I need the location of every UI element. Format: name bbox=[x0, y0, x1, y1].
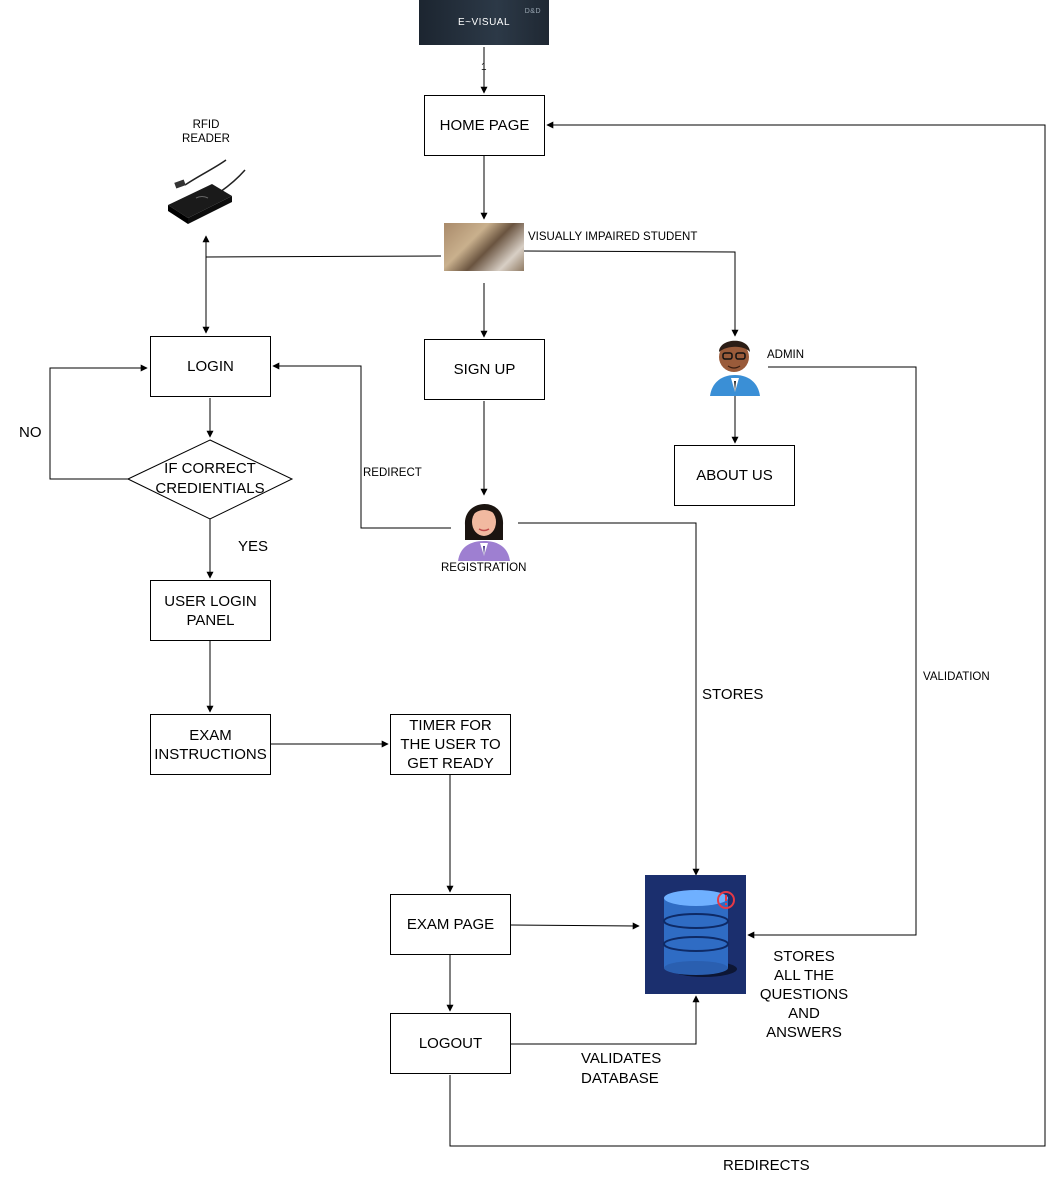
yes-label: YES bbox=[238, 538, 269, 555]
rfid-reader-label-line2: READER bbox=[182, 133, 230, 145]
sign-up-node: SIGN UP bbox=[424, 339, 545, 400]
logo-decoration: D&D bbox=[524, 8, 541, 15]
stores-all-line4: AND bbox=[788, 1005, 820, 1022]
logout-node: LOGOUT bbox=[390, 1013, 511, 1074]
home-page-node: HOME PAGE bbox=[424, 95, 545, 156]
stores-all-questions-label: STORES ALL THE QUESTIONS AND ANSWERS bbox=[752, 947, 856, 1042]
arrow-logout-validates-database bbox=[511, 995, 700, 1045]
admin-label: ADMIN bbox=[767, 349, 805, 361]
stores-all-line3: QUESTIONS bbox=[759, 986, 849, 1003]
registration-avatar-icon bbox=[458, 503, 510, 561]
registration-label: REGISTRATION bbox=[441, 562, 527, 574]
login-node: LOGIN bbox=[150, 336, 271, 397]
stores-label: STORES bbox=[702, 686, 764, 703]
decision-node-label: IF CORRECT CREDIENTIALS bbox=[155, 460, 265, 497]
rfid-reader-icon bbox=[168, 159, 246, 224]
arrow-exam-to-database bbox=[510, 922, 640, 930]
exam-page-node: EXAM PAGE bbox=[390, 894, 511, 955]
user-login-panel-node: USER LOGIN PANEL bbox=[150, 580, 271, 641]
validates-line1: VALIDATES bbox=[581, 1050, 662, 1067]
step-1-label: 1 bbox=[481, 62, 487, 73]
arrow-registration-redirect-login bbox=[272, 362, 451, 529]
stores-all-line1: STORES bbox=[773, 948, 835, 965]
arrow-logout-redirects-home bbox=[449, 121, 1046, 1147]
about-us-node: ABOUT US bbox=[674, 445, 795, 506]
validates-line2: DATABASE bbox=[581, 1070, 659, 1087]
visually-impaired-student-label: VISUALLY IMPAIRED STUDENT bbox=[528, 231, 698, 243]
arrow-admin-validation-database bbox=[747, 366, 917, 939]
redirects-label: REDIRECTS bbox=[723, 1157, 810, 1174]
rfid-reader-label-line1: RFID bbox=[192, 119, 220, 131]
stores-all-line5: ANSWERS bbox=[766, 1024, 842, 1041]
visually-impaired-student-photo bbox=[444, 223, 524, 271]
redirect-label: REDIRECT bbox=[363, 467, 422, 479]
e-visual-logo: E~VISUAL D&D bbox=[419, 0, 549, 45]
line-student-to-left bbox=[205, 255, 442, 258]
arrow-student-to-admin bbox=[523, 250, 739, 337]
stores-all-line2: ALL THE bbox=[773, 967, 835, 984]
rfid-reader-label: RFID READER bbox=[175, 118, 237, 146]
decision-diamond bbox=[126, 439, 294, 520]
validates-database-label: VALIDATES DATABASE bbox=[581, 1049, 661, 1089]
arrow-registration-to-database bbox=[518, 522, 700, 876]
admin-avatar-icon bbox=[710, 340, 760, 396]
no-label: NO bbox=[19, 424, 42, 441]
exam-instructions-node: EXAM INSTRUCTIONS bbox=[150, 714, 271, 775]
database-icon bbox=[645, 875, 746, 994]
timer-node: TIMER FOR THE USER TO GET READY bbox=[390, 714, 511, 775]
validation-label: VALIDATION bbox=[923, 671, 990, 683]
logo-text: E~VISUAL bbox=[457, 17, 511, 28]
arrow-decision-no-login bbox=[49, 364, 148, 480]
